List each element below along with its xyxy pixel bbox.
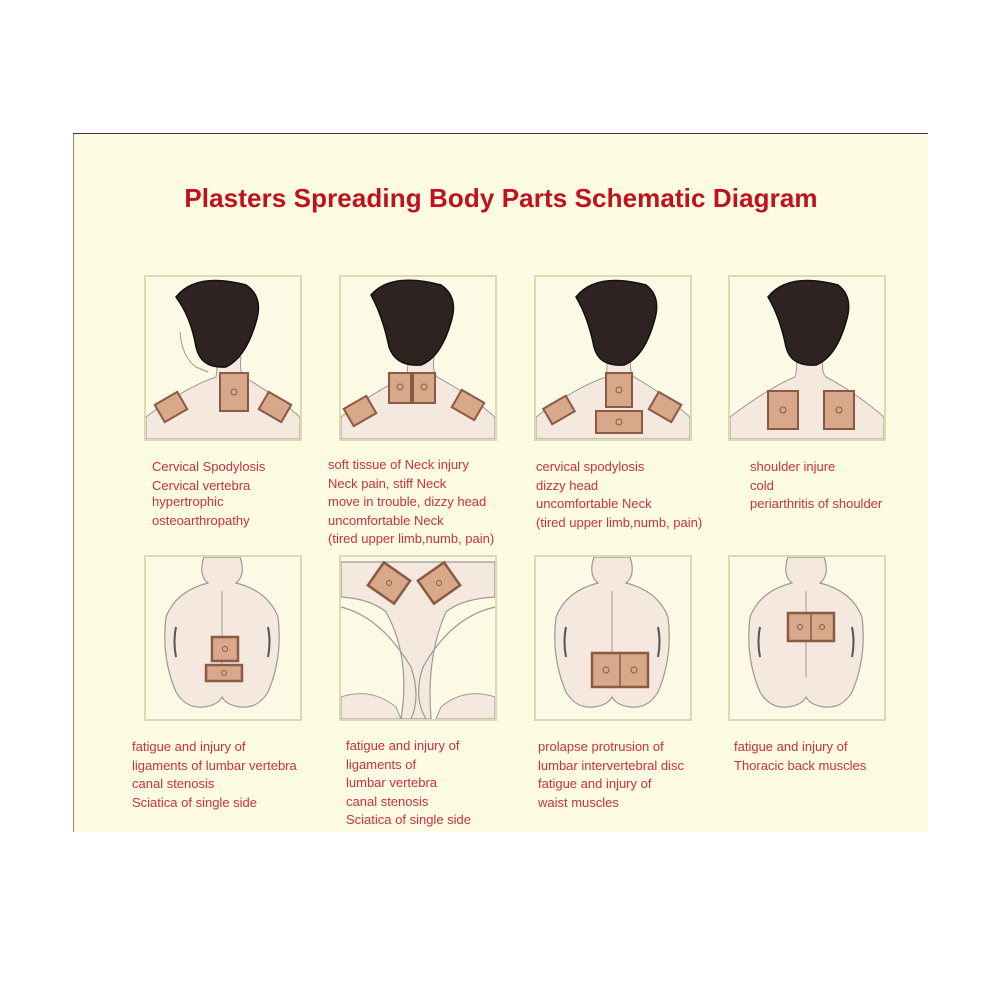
caption-line: canal stenosis — [346, 793, 429, 809]
caption-line: dizzy head — [536, 477, 599, 493]
caption-line: cold — [750, 477, 774, 493]
caption-line: prolapse protrusion of — [538, 739, 664, 754]
caption-line: waist muscles — [538, 794, 619, 810]
caption-line: soft tissue of Neck injury — [328, 457, 469, 472]
lower-back-plasters-illustration-icon — [554, 557, 670, 708]
caption-line: Cervical Spodylosis — [152, 459, 266, 474]
caption-line: Thoracic back muscles — [734, 757, 867, 773]
caption-line: Cervical vertebra — [152, 477, 251, 493]
caption-line: shoulder injure — [750, 459, 836, 474]
panel-cervical-spondylosis — [144, 275, 302, 441]
caption-line: fatigue and injury of — [538, 776, 652, 791]
panel-neck-soft-tissue — [339, 275, 497, 441]
panel-shoulder — [728, 275, 886, 441]
panel-lumbar-disc — [534, 555, 692, 721]
caption-lumbar-single: fatigue and injury of ligaments of lumba… — [132, 738, 297, 812]
panel-lumbar-single — [144, 555, 302, 721]
neck-plasters-illustration-icon — [341, 279, 495, 439]
neck-plasters-illustration-icon — [146, 279, 300, 439]
caption-line: (tired upper limb,numb, pain) — [536, 514, 703, 530]
caption-knees: fatigue and injury of ligaments of lumba… — [346, 737, 471, 830]
panel-knees — [339, 555, 497, 721]
caption-line: lumbar vertebra — [346, 775, 438, 790]
caption-line: periarthritis of shoulder — [750, 496, 883, 511]
caption-line: Sciatica of single side — [346, 812, 472, 827]
mid-back-plasters-illustration-icon — [748, 557, 864, 708]
caption-thoracic: fatigue and injury of Thoracic back musc… — [734, 738, 866, 775]
caption-line: ligaments of lumbar vertebra — [132, 757, 297, 773]
caption-shoulder: shoulder injure cold periarthritis of sh… — [750, 458, 882, 514]
upper-back-plasters-illustration-icon — [730, 279, 884, 439]
caption-line: uncomfortable Neck — [328, 512, 444, 528]
caption-line: lumbar intervertebral disc — [538, 757, 684, 773]
caption-line: fatigue and injury of — [346, 738, 460, 753]
caption-line: fatigue and injury of — [734, 739, 848, 754]
caption-lumbar-disc: prolapse protrusion of lumbar interverte… — [538, 738, 684, 812]
caption-line: fatigue and injury of — [132, 739, 246, 754]
caption-line: ligaments of — [346, 756, 417, 772]
caption-cervical-dizzy: cervical spodylosis dizzy head uncomfort… — [536, 458, 702, 532]
lower-back-plasters-illustration-icon — [164, 557, 280, 708]
caption-line: canal stenosis — [132, 776, 215, 791]
caption-line: uncomfortable Neck — [536, 496, 652, 511]
knees-plasters-illustration-icon — [341, 560, 495, 719]
diagram-title: Plasters Spreading Body Parts Schematic … — [184, 183, 818, 213]
caption-cervical-spondylosis: Cervical Spodylosis Cervical vertebra hy… — [152, 458, 265, 530]
caption-line: Sciatica of single side — [132, 794, 258, 810]
caption-line: cervical spodylosis — [536, 459, 645, 474]
diagram-sheet: Plasters Spreading Body Parts Schematic … — [73, 134, 928, 832]
caption-line: move in trouble, dizzy head — [328, 494, 487, 509]
panel-cervical-dizzy — [534, 275, 692, 441]
panel-thoracic — [728, 555, 886, 721]
caption-line: (tired upper limb,numb, pain) — [328, 531, 495, 546]
caption-line: osteoarthropathy — [152, 512, 250, 528]
caption-neck-soft-tissue: soft tissue of Neck injury Neck pain, st… — [328, 456, 494, 549]
neck-plasters-illustration-icon — [536, 279, 690, 439]
caption-line: hypertrophic — [152, 494, 224, 509]
caption-line: Neck pain, stiff Neck — [328, 475, 447, 491]
